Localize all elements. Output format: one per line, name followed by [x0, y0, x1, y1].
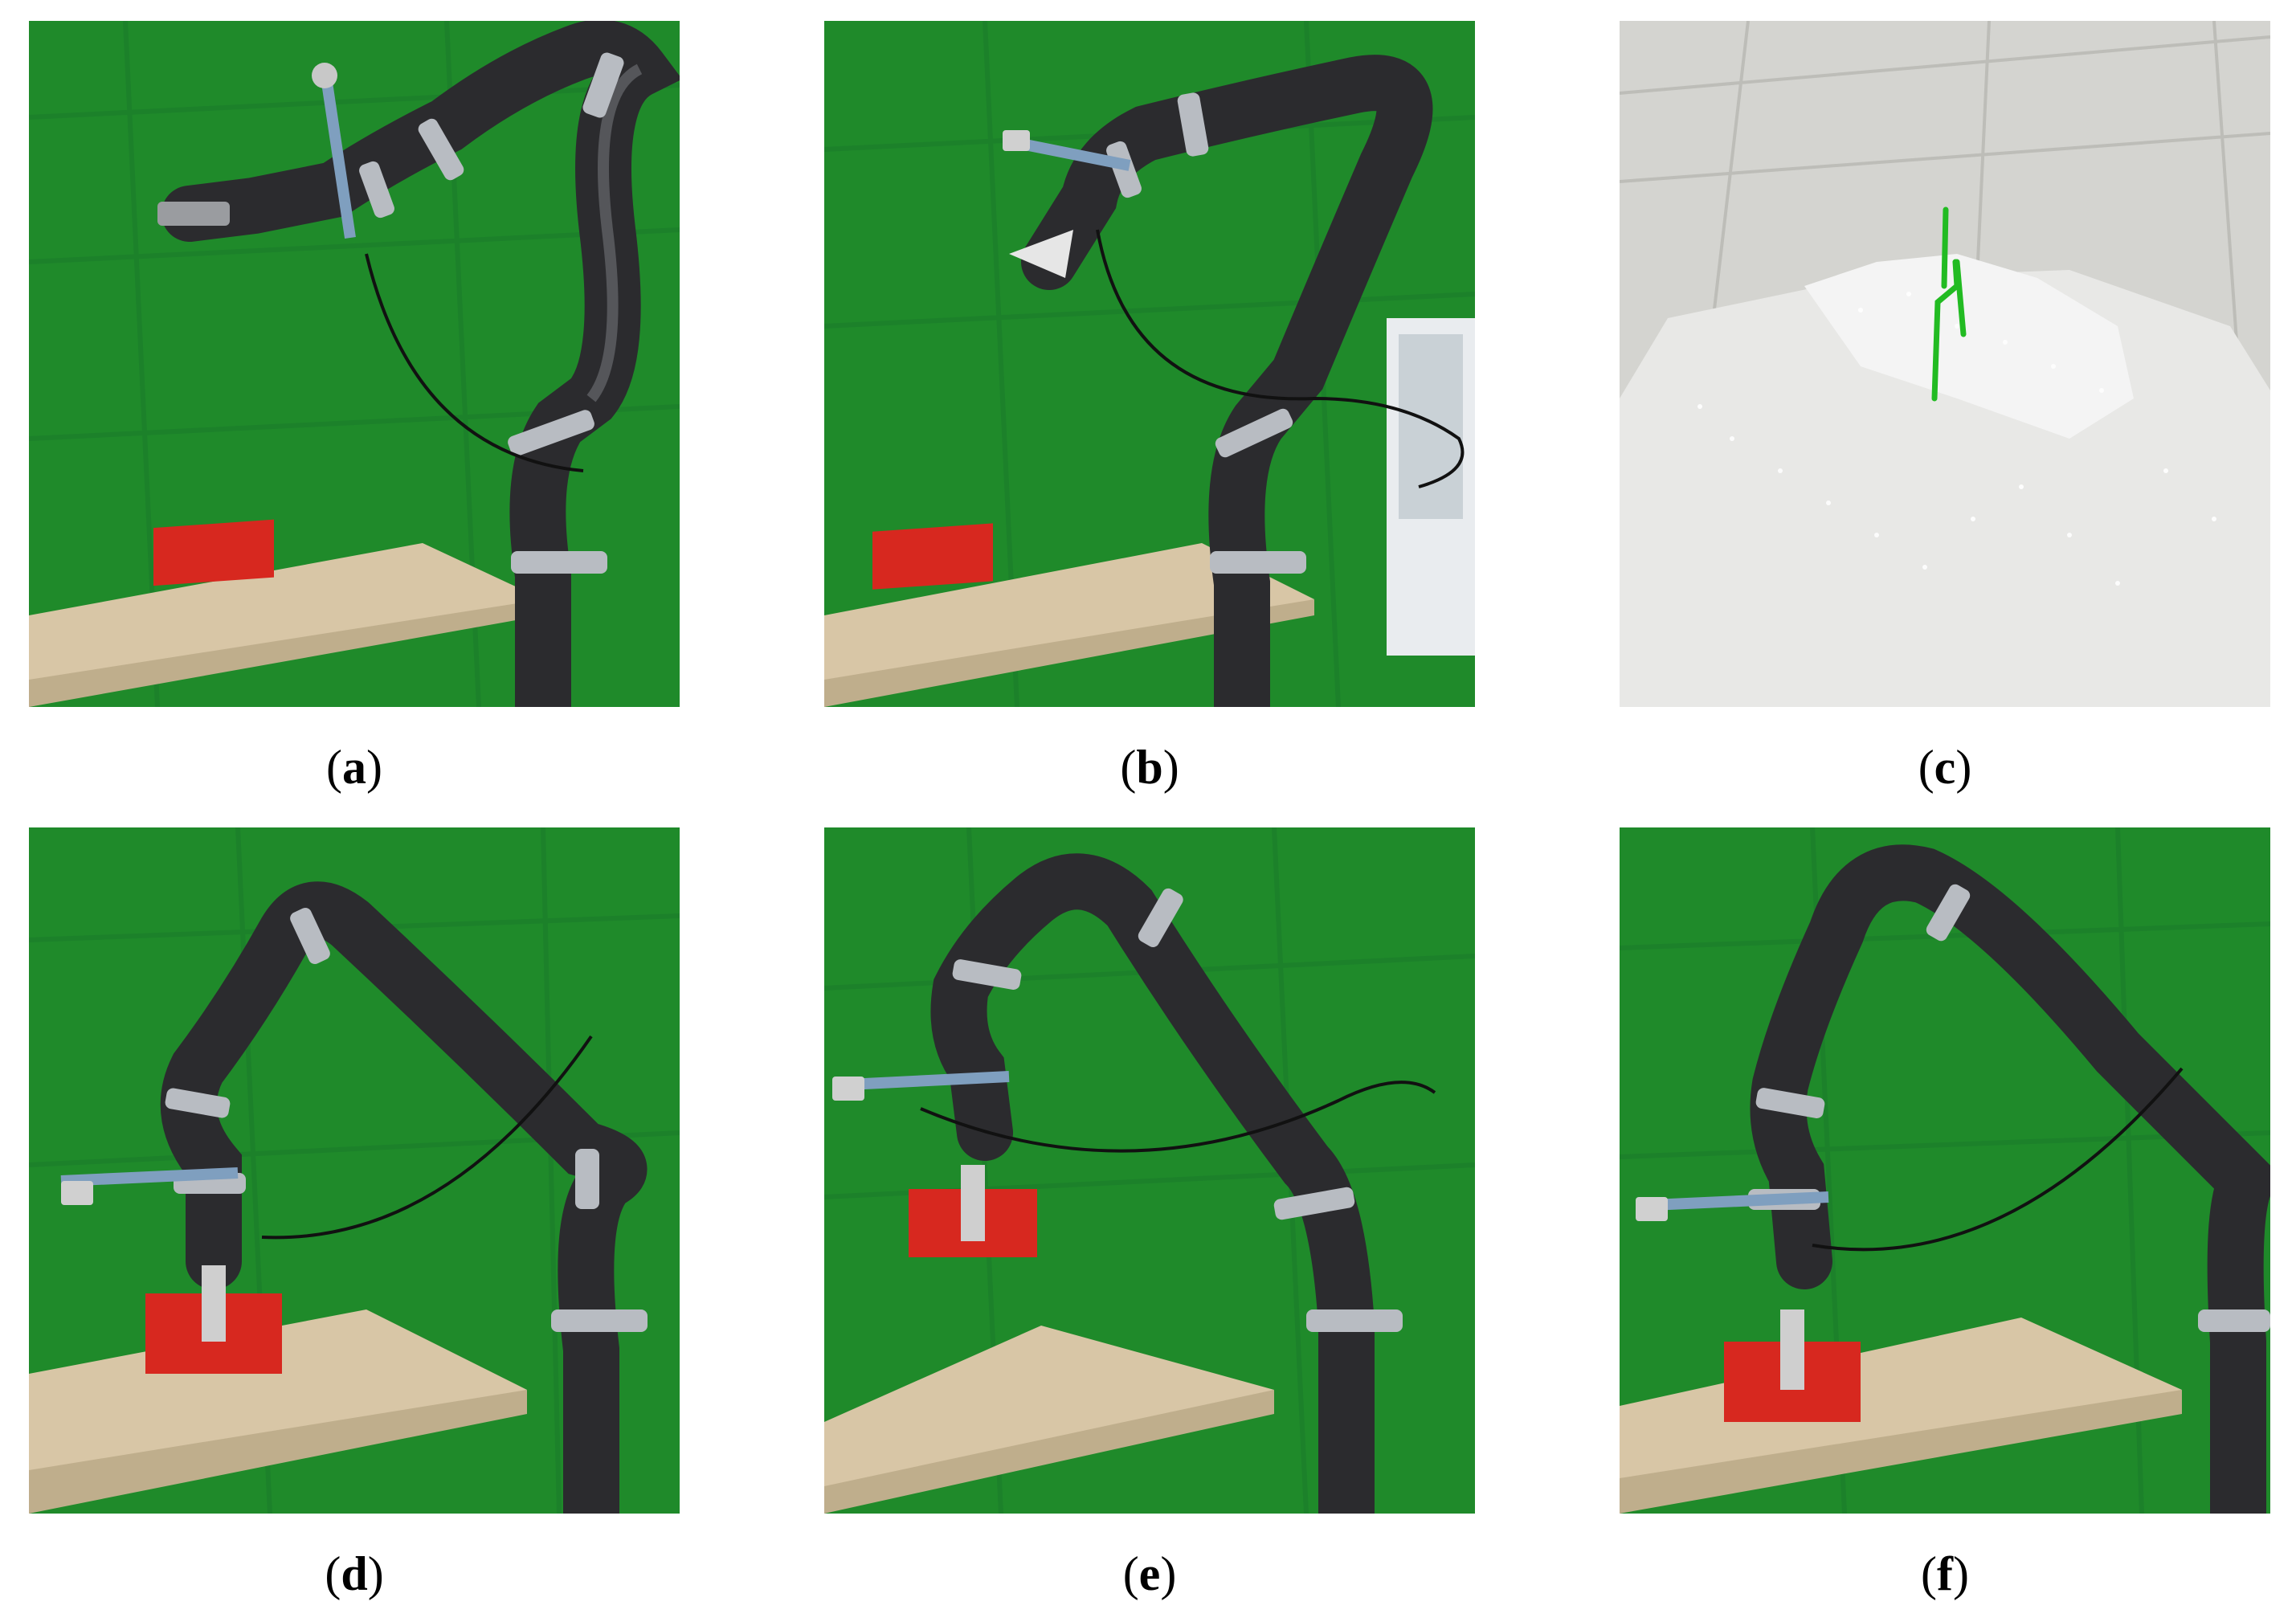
caption-d: (d)	[325, 1547, 384, 1600]
caption-f: (f)	[1921, 1547, 1969, 1600]
point-cloud-scene-c	[1620, 21, 2270, 707]
caption-e: (e)	[1122, 1547, 1177, 1600]
panel-d-image	[29, 827, 680, 1514]
caption-b: (b)	[1120, 741, 1179, 794]
panel-c-image	[1620, 21, 2270, 707]
panel-e-image	[824, 827, 1475, 1514]
robot-scene-b	[824, 21, 1475, 707]
panel-f-image	[1620, 827, 2270, 1514]
caption-c: (c)	[1918, 741, 1972, 794]
robot-scene-d	[29, 827, 680, 1514]
robot-scene-a	[29, 21, 680, 707]
panel-a-image	[29, 21, 680, 707]
panel-b-image	[824, 21, 1475, 707]
robot-scene-f	[1620, 827, 2270, 1514]
caption-a: (a)	[326, 741, 382, 794]
robot-scene-e	[824, 827, 1475, 1514]
